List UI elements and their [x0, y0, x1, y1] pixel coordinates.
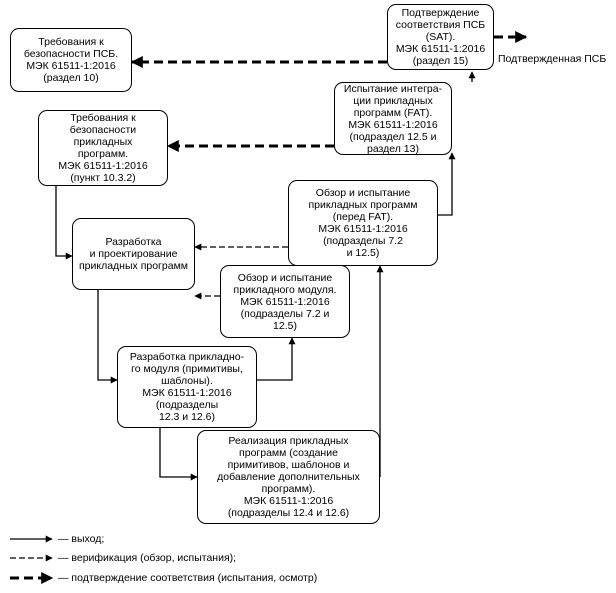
arrow-review-to-fat — [438, 152, 456, 216]
verification-arrows — [194, 243, 288, 300]
output-arrows — [55, 71, 476, 481]
box-review-before-fat: Обзор и испытание прикладных программ (п… — [288, 180, 438, 266]
legend-verification-label: — верификация (обзор, испытания); — [58, 552, 237, 564]
arrow-module-dev-to-implementation — [159, 428, 198, 481]
box-design-text: Разработка и проектирование прикладных п… — [78, 236, 189, 272]
box-implementation-text: Реализация прикладных программ (создание… — [217, 435, 360, 519]
arrow-module-dev-to-module-review — [257, 337, 296, 381]
box-module-dev: Разработка прикладно- го модуля (примити… — [117, 346, 257, 428]
legend-lines — [10, 535, 54, 584]
arrow-design-to-module-dev — [97, 290, 118, 384]
box-psb-safety-requirements: Требования к безопасности ПСБ. МЭК 61511… — [10, 28, 132, 92]
box-module-review: Обзор и испытание прикладного модуля. МЭ… — [220, 265, 350, 338]
box-psb-safety-requirements-text: Требования к безопасности ПСБ. МЭК 61511… — [23, 36, 119, 84]
box-sat: Подтверждение соответствия ПСБ (SAT). МЭ… — [387, 4, 494, 70]
box-implementation: Реализация прикладных программ (создание… — [197, 430, 380, 524]
box-sat-text: Подтверждение соответствия ПСБ (SAT). МЭ… — [395, 7, 486, 67]
arrow-app-req-to-design — [55, 186, 73, 260]
legend-validation-label: — подтверждение соответствия (испытания,… — [58, 572, 318, 584]
legend-output-label: — выход; — [58, 533, 105, 545]
validation-arrows — [130, 31, 528, 152]
box-design: Разработка и проектирование прикладных п… — [72, 218, 195, 290]
box-module-review-text: Обзор и испытание прикладного модуля. МЭ… — [233, 271, 337, 332]
box-app-safety-requirements: Требования к безопасности прикладных про… — [38, 110, 168, 186]
box-module-dev-text: Разработка прикладно- го модуля (примити… — [129, 351, 245, 423]
box-fat-text: Испытание интегра- ции прикладных програ… — [343, 82, 443, 155]
output-label: Подтвержденная ПСБ — [498, 53, 607, 65]
box-app-safety-requirements-text: Требования к безопасности прикладных про… — [58, 112, 148, 184]
box-fat: Испытание интегра- ции прикладных програ… — [334, 82, 452, 155]
box-review-before-fat-text: Обзор и испытание прикладных программ (п… — [308, 187, 418, 259]
